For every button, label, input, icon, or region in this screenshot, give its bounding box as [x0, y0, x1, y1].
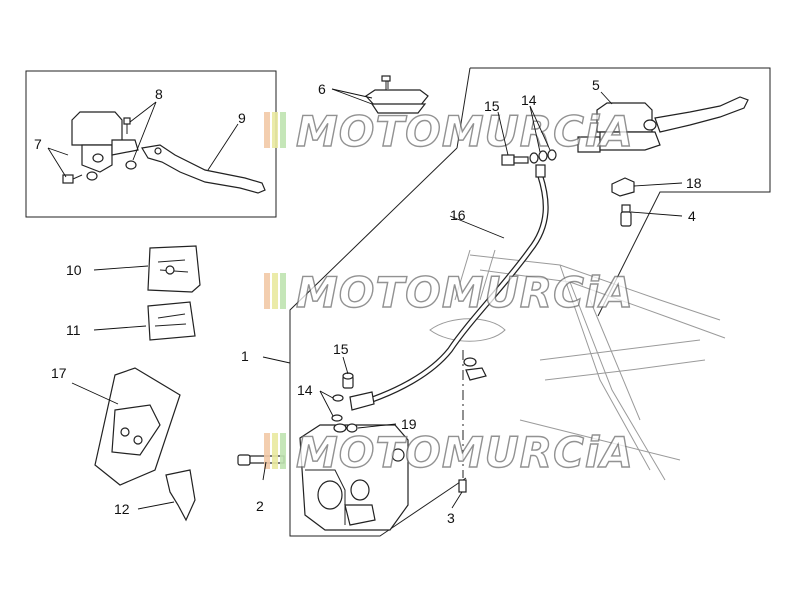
assembly-outline-1 — [289, 147, 467, 537]
callout-3: 3 — [447, 510, 455, 526]
callout-12: 12 — [114, 501, 130, 517]
callout-17: 17 — [51, 365, 67, 381]
bleed-screw-15 — [342, 372, 354, 389]
watermark-text: MOTOMURCiA — [296, 268, 634, 317]
brake-pads-17 — [94, 367, 181, 486]
pads-kit-11 — [147, 301, 196, 341]
callout-9: 9 — [238, 110, 246, 126]
brake-lever-large — [654, 96, 749, 133]
frame-sketch — [429, 249, 726, 481]
callout-1: 1 — [241, 348, 249, 364]
mounting-screw-7 — [62, 174, 83, 184]
inset-box-right — [456, 67, 771, 317]
watermark-text: MOTOMURCiA — [296, 107, 634, 156]
callout-labels: 7 8 9 6 15 14 5 18 4 16 10 11 17 12 1 2 … — [34, 77, 702, 526]
callout-15-lower: 15 — [333, 341, 349, 357]
washers-14-lower — [331, 394, 344, 422]
brake-caliper — [299, 423, 409, 531]
pad-spring-12 — [165, 469, 196, 522]
callout-4: 4 — [688, 208, 696, 224]
bolt-19 — [346, 423, 358, 433]
callout-8: 8 — [155, 86, 163, 102]
callout-11: 11 — [66, 322, 81, 338]
watermark-band-2: MOTOMURCiA — [264, 267, 634, 318]
brake-hose-16 — [349, 164, 549, 411]
callout-6: 6 — [318, 81, 326, 97]
callout-16: 16 — [450, 207, 466, 223]
watermark-band-3: MOTOMURCiA — [264, 427, 634, 478]
watermark-text: MOTOMURCiA — [296, 428, 634, 477]
master-cylinder-small — [71, 111, 139, 181]
callout-15-top: 15 — [484, 98, 500, 114]
callout-5: 5 — [592, 77, 600, 93]
reservoir-bracket-6 — [365, 75, 429, 114]
callout-14-lower: 14 — [297, 382, 313, 398]
inset-box-master-cylinder — [25, 70, 277, 218]
leader-lines — [47, 81, 683, 510]
pads-kit-10 — [147, 245, 201, 293]
callout-7: 7 — [34, 136, 42, 152]
callout-2: 2 — [256, 498, 264, 514]
watermark-band-1: MOTOMURCiA — [264, 106, 634, 157]
callout-10: 10 — [66, 262, 82, 278]
fork-centerline — [458, 350, 487, 493]
brake-lever-small — [141, 144, 266, 194]
callout-14-top: 14 — [521, 92, 537, 108]
switch-18 — [611, 177, 635, 197]
callout-18: 18 — [686, 175, 702, 191]
master-cylinder-large — [577, 102, 661, 153]
callout-19: 19 — [401, 416, 417, 432]
screw-4 — [620, 204, 632, 227]
small-screw-8 — [123, 117, 137, 170]
